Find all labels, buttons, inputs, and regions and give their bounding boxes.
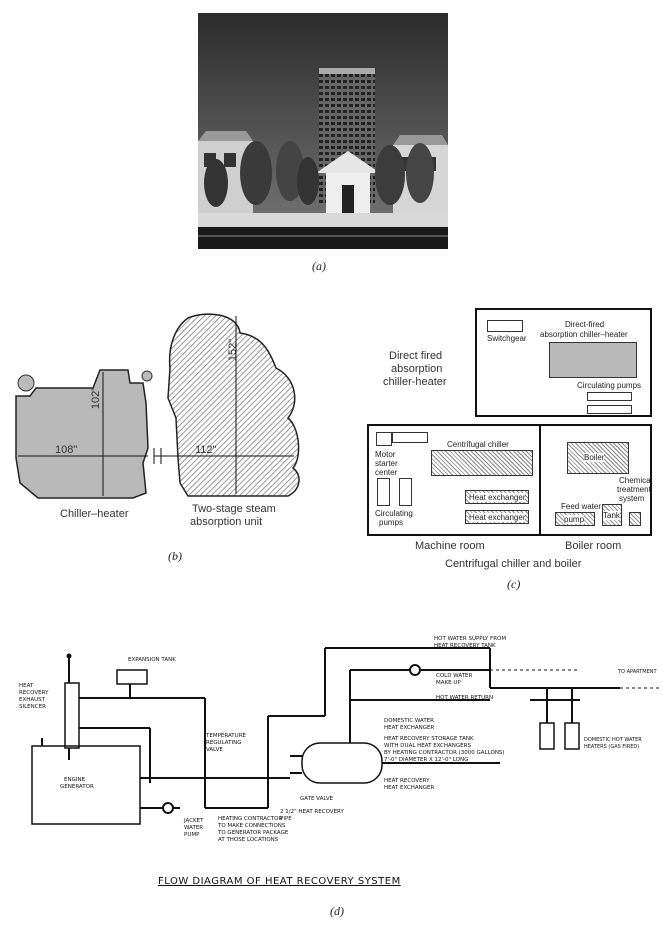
storage-label-1: Heat Recovery Storage Tank (384, 736, 474, 742)
boiler-unit: Boiler (567, 442, 629, 474)
chiller-heater-label: Chiller–heater (60, 508, 129, 520)
circ-pumps-left-label-1: Circulating (375, 509, 413, 518)
dfach-label-1: Direct-fired (565, 320, 605, 329)
diagram-title: FLOW DIAGRAM OF HEAT RECOVERY SYSTEM (158, 876, 401, 887)
cold-water-label-1: Cold Water (436, 673, 473, 679)
hrs-label-1: Heat (19, 683, 34, 689)
equipment-outline-figure (8, 308, 328, 538)
dim-chiller-width: 108" (55, 444, 78, 456)
tank-unit: Tank (602, 504, 622, 526)
jacket-pump-label-1: Jacket (184, 818, 204, 824)
equipment-outline-drawing (15, 313, 300, 499)
circ-pump-left-1 (377, 478, 390, 506)
engine-label-1: Engine (64, 777, 86, 783)
pump-label: pump (564, 515, 585, 525)
chem-label-2: treatment (617, 485, 651, 494)
engine-label-2: Generator (60, 784, 94, 790)
circ-pump-top-2 (587, 405, 632, 414)
dim-steam-height: 152" (227, 338, 240, 362)
temp-valve-label-2: Regulating (206, 740, 242, 746)
chem-treatment-unit (629, 512, 641, 526)
flow-diagram (20, 628, 670, 848)
storage-label-4: 7'-0" Diameter x 12'-0" Long (384, 757, 469, 763)
temp-valve-label-3: Valve (206, 747, 223, 753)
caption-c: (c) (507, 577, 521, 591)
feed-water-label: Feed water (561, 502, 602, 511)
steam-unit-label-1: Two-stage steam (192, 503, 276, 515)
steam-unit-label-2: absorption unit (190, 516, 263, 528)
expansion-tank-label: Expansion Tank (128, 657, 176, 663)
flow-diagram-drawing (31, 647, 660, 825)
domestic-heaters-label-1: Domestic Hot Water (584, 737, 642, 743)
temp-valve-label-1: Temperature (206, 733, 246, 739)
gate-valve-label: Gate Valve (300, 796, 334, 802)
storage-label-2: With Dual Heat Exchangers (384, 743, 471, 749)
hot-supply-label-2: Heat Recovery Tank (434, 643, 496, 649)
room-divider (539, 426, 541, 534)
direct-fired-title-1: Direct fired (389, 350, 443, 362)
hr-hx-label-2: Heat Exchanger (384, 785, 435, 791)
hrs-label-4: Silencer (19, 704, 46, 710)
contractor-label-1: Heating Contractor (218, 816, 283, 822)
motor-starter-label-1: Motor (375, 450, 396, 459)
dfach-label-2: absorption chiller–heater (540, 330, 628, 339)
tank-label: Tank (603, 511, 620, 521)
jacket-pump-label-3: Pump (184, 832, 200, 838)
machine-room-label: Machine room (415, 540, 485, 552)
centrifugal-chiller-unit (431, 450, 533, 476)
circ-pumps-left-label-2: pumps (379, 518, 404, 527)
centrifugal-chiller-label: Centrifugal chiller (447, 440, 509, 449)
dfach-unit (549, 342, 637, 378)
direct-fired-title-3: chiller-heater (383, 376, 447, 388)
contractor-label-3: To Generator Package (218, 830, 289, 836)
to-apartment-label: To Apartment (618, 669, 657, 675)
building-photo (198, 13, 448, 249)
heat-exchanger-2-label: Heat exchanger (469, 513, 526, 523)
hrs-label-3: Exhaust (19, 697, 46, 703)
hot-supply-label-1: Hot Water Supply From (434, 636, 507, 642)
heat-exchanger-1-label: Heat exchanger (469, 493, 526, 503)
storage-label-3: By Heating Contractor (3000 Gallons) (384, 750, 505, 756)
boiler-room-label: Boiler room (565, 540, 622, 552)
switchgear-label: Switchgear (487, 334, 527, 343)
caption-a: (a) (312, 259, 326, 273)
hrs-label-2: Recovery (19, 690, 49, 696)
chem-label-3: system (619, 494, 645, 503)
dim-steam-width: 112" (195, 444, 217, 456)
cold-water-label-2: Make Up (436, 680, 461, 686)
boiler-label: Boiler (584, 453, 605, 463)
caption-d: (d) (330, 904, 344, 918)
motor-starter-label-2: starter (375, 459, 398, 468)
heat-exchanger-2: Heat exchanger (465, 510, 529, 524)
contractor-label-4: At Those Locations (218, 837, 279, 843)
dom-hx-label-1: Domestic Water (384, 718, 434, 724)
hr-hx-label-1: Heat Recovery (384, 778, 430, 784)
direct-fired-room: Switchgear Direct-fired absorption chill… (475, 308, 652, 417)
direct-fired-title-2: absorption (391, 363, 443, 375)
machine-boiler-room: Motor starter center Centrifugal chiller… (367, 424, 652, 536)
circ-pump-left-2 (399, 478, 412, 506)
heat-exchanger-1: Heat exchanger (465, 490, 529, 504)
chem-label-1: Chemical (619, 476, 653, 485)
switchgear-box (487, 320, 523, 332)
domestic-heaters-label-2: Heaters (Gas Fired) (584, 744, 640, 750)
motor-starter-label-3: center (375, 468, 398, 477)
motor-starter-box-2 (392, 432, 428, 443)
jacket-pump-label-2: Water (184, 825, 204, 831)
circ-pumps-top-label: Circulating pumps (577, 381, 642, 390)
hot-return-label: Hot Water Return (436, 695, 494, 701)
building-photo-drawing (198, 13, 448, 249)
centrifugal-caption: Centrifugal chiller and boiler (445, 558, 582, 570)
dim-chiller-height: 102" (90, 386, 103, 410)
circ-pump-top-1 (587, 392, 632, 401)
caption-b: (b) (168, 549, 182, 563)
dom-hx-label-2: Heat Exchanger (384, 725, 435, 731)
pipe-label-2: Pipe (280, 816, 292, 822)
contractor-label-2: To Make Connections (218, 823, 286, 829)
motor-starter-box-1 (376, 432, 392, 446)
pipe-label-1: 2 1/2" Heat Recovery (280, 809, 344, 815)
feed-water-pump: pump (555, 512, 595, 526)
